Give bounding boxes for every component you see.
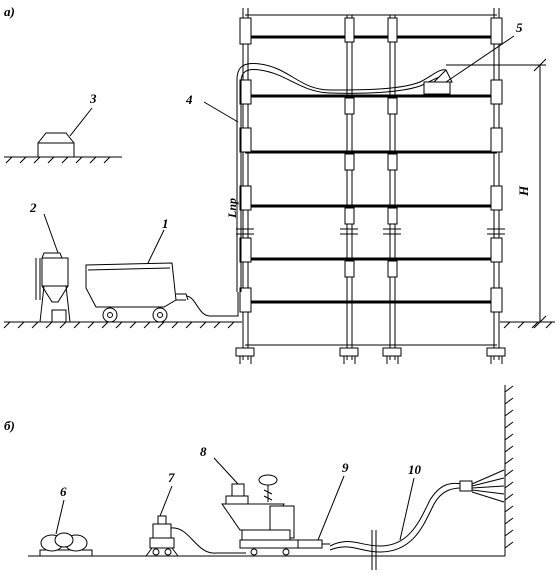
ground-left xyxy=(3,321,242,329)
compressor xyxy=(145,515,179,557)
callout-3: 3 xyxy=(89,91,97,106)
cement-silo xyxy=(35,213,71,323)
ground-right xyxy=(500,321,555,329)
building-frame xyxy=(235,8,506,364)
material-bags xyxy=(39,532,93,557)
callout-2: 2 xyxy=(29,200,37,215)
dim-height-label: H xyxy=(516,185,531,197)
storage-shed xyxy=(4,107,122,164)
callout-1: 1 xyxy=(162,216,169,231)
callout-6: 6 xyxy=(60,484,67,499)
vertical-pipeline xyxy=(236,63,447,292)
callout-5: 5 xyxy=(516,20,523,35)
spray-nozzle xyxy=(459,469,505,503)
height-dimension xyxy=(446,58,547,329)
concrete-pump-unit xyxy=(85,229,189,323)
material-hose xyxy=(329,482,463,570)
callout-9: 9 xyxy=(342,460,349,475)
panel-a-label: а) xyxy=(4,4,15,19)
callout-8: 8 xyxy=(200,444,207,459)
callout-7: 7 xyxy=(168,470,175,485)
callout-10: 10 xyxy=(408,462,422,477)
shotcrete-machine xyxy=(221,474,330,556)
callout-4: 4 xyxy=(185,92,193,107)
dim-pipe-label: Lпр xyxy=(225,198,239,219)
panel-b-label: б) xyxy=(4,418,15,433)
concrete-pipeline xyxy=(185,292,239,317)
concrete-distributor xyxy=(423,69,453,95)
ground-b xyxy=(28,385,514,557)
